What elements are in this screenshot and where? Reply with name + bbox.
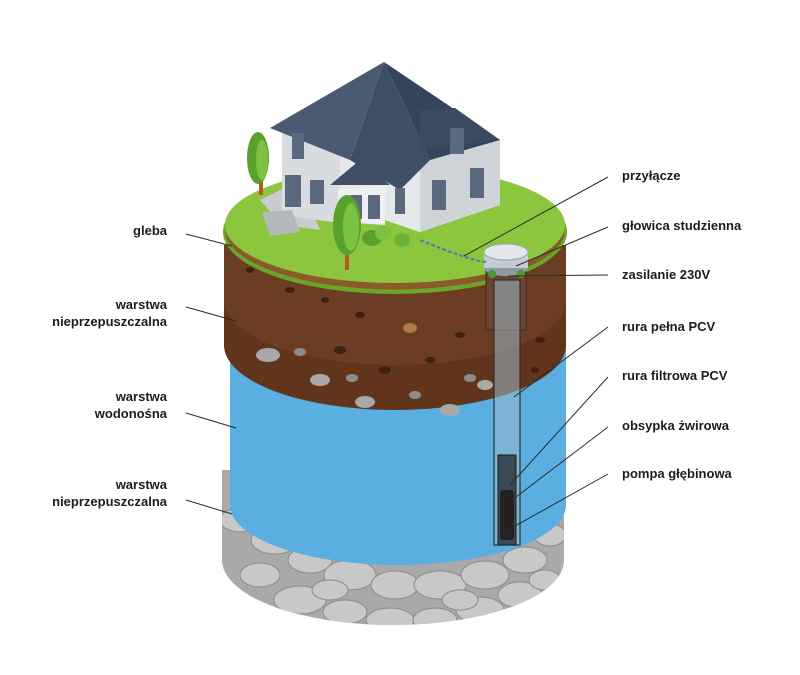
label-wellhead: głowica studzienna [622, 218, 742, 233]
wellhead-icon [483, 243, 529, 278]
leader-lines [185, 176, 609, 531]
label-aquifer: warstwa wodonośna [95, 388, 167, 422]
stone [311, 579, 349, 601]
pebble [346, 374, 358, 382]
pebble [355, 312, 365, 318]
pebble [310, 374, 330, 386]
connection-pipe [419, 239, 487, 263]
stone [365, 607, 415, 625]
label-aquifer-line1: warstwa [115, 389, 167, 404]
label-power: zasilanie 230V [622, 267, 711, 282]
pebble [294, 348, 306, 356]
label-impermeable-bottom: warstwa nieprzepuszczalna [52, 476, 167, 510]
label-impermeable-bottom-line1: warstwa [115, 477, 167, 492]
stone [412, 607, 458, 625]
pebble [464, 374, 476, 382]
pebble [285, 287, 295, 293]
pebble [256, 348, 280, 362]
label-soil-text: gleba [133, 223, 167, 238]
pebble [531, 367, 539, 373]
stone [502, 546, 548, 574]
label-impermeable-bottom-line2: nieprzepuszczalna [52, 494, 167, 509]
label-impermeable-top: warstwa nieprzepuszczalna [52, 296, 167, 330]
pebble [379, 366, 391, 374]
label-impermeable-top-line2: nieprzepuszczalna [52, 314, 167, 329]
pebble [321, 297, 329, 303]
label-soil: gleba [133, 222, 167, 239]
label-impermeable-top-line1: warstwa [115, 297, 167, 312]
pebble [355, 396, 375, 408]
stone [370, 570, 420, 600]
stone [528, 569, 562, 591]
label-aquifer-line2: wodonośna [94, 406, 167, 421]
pebble [477, 380, 493, 390]
stone [460, 560, 510, 590]
pebble [535, 337, 545, 343]
house-icon [260, 62, 500, 236]
label-pump: pompa głębinowa [622, 466, 732, 481]
pebble [455, 332, 465, 338]
pebble [425, 357, 435, 363]
pebble [403, 323, 417, 333]
stone [239, 562, 281, 588]
stone [322, 599, 368, 625]
tree-icon [247, 132, 269, 195]
pebble [409, 391, 421, 399]
label-solid-pipe: rura pełna PCV [622, 319, 716, 334]
label-connection: przyłącze [622, 168, 681, 183]
tree-icon [333, 195, 361, 270]
bush-icon [362, 226, 410, 247]
pebble [246, 267, 254, 273]
label-gravel: obsypka żwirowa [622, 418, 729, 433]
pebble [440, 404, 460, 416]
label-filter-pipe: rura filtrowa PCV [622, 368, 728, 383]
well-casing [485, 269, 527, 546]
impermeable-layer [224, 245, 566, 416]
stone [441, 589, 479, 611]
pebble [334, 346, 346, 354]
